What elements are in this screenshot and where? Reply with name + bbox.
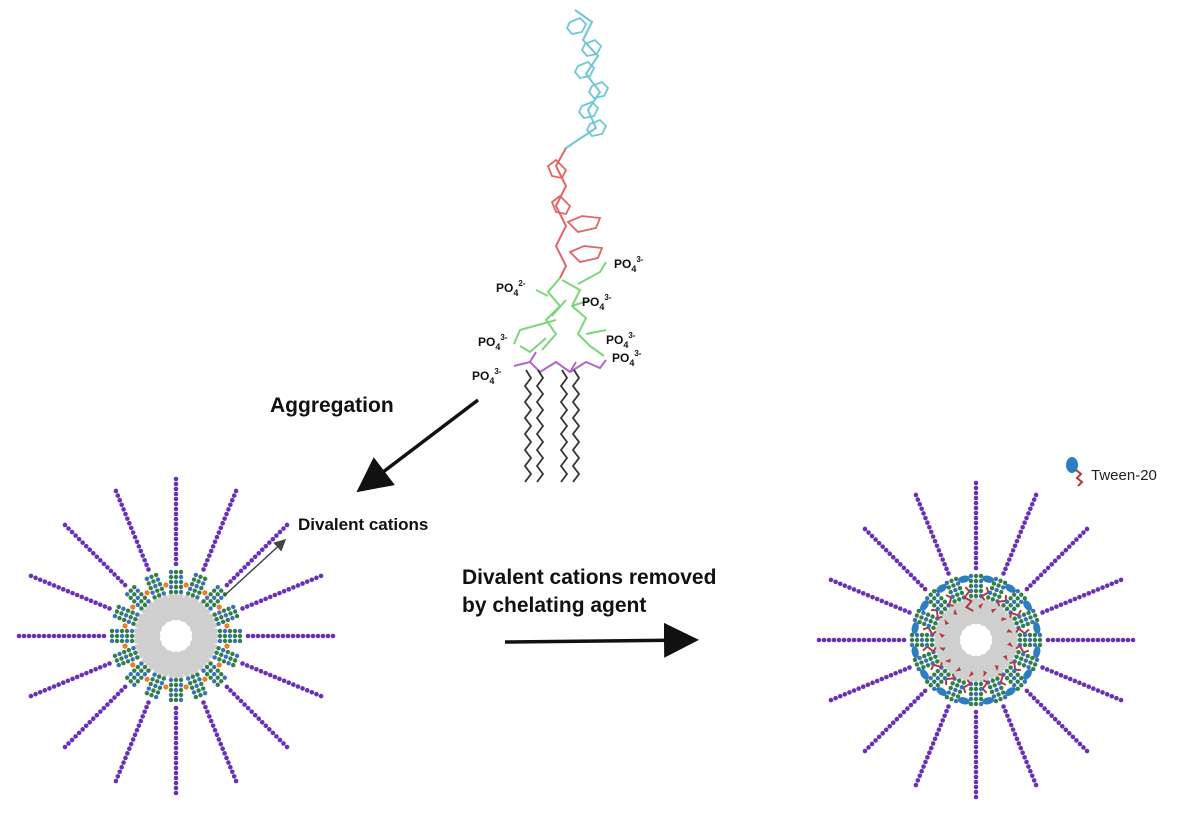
micelle-arm [113, 648, 177, 784]
divalent-cations-label: Divalent cations [298, 515, 428, 534]
tween-20-molecule [911, 621, 949, 638]
o-antigen-chain [565, 9, 602, 149]
micelle-arm [816, 632, 961, 648]
phosphate-label: PO43- [472, 367, 502, 386]
tween-20-molecule [978, 575, 995, 613]
divalent-cations-pointer [223, 538, 287, 597]
removal-arrow [504, 622, 699, 658]
tween-20-molecule [978, 668, 995, 705]
lps-molecule-icon [513, 9, 610, 483]
aggregation-label: Aggregation [270, 394, 394, 417]
cation-dot [216, 604, 222, 610]
lps-micelle-with-cations-icon [16, 476, 336, 796]
tween-20-molecule [920, 653, 952, 680]
phosphate-label: PO43- [606, 331, 636, 350]
tween-20-molecule [957, 667, 974, 705]
cation-dot [144, 676, 150, 682]
micelle-arm [862, 646, 970, 754]
cation-dot [144, 590, 150, 596]
lps-micelle-with-tween-icon [816, 480, 1136, 800]
micelle-arm [28, 573, 164, 637]
lipid-a-tails [523, 369, 581, 483]
cation-dot [130, 662, 136, 668]
tween-20-molecule [989, 664, 1016, 696]
cation-dot [183, 582, 189, 588]
phosphate-label: PO43- [582, 293, 612, 312]
tween-20-icon [1066, 457, 1084, 487]
micelle-arm [991, 632, 1136, 648]
micelle-arm [188, 573, 324, 637]
tween-20-legend: Tween-20 [1066, 457, 1157, 487]
micelle-arm [168, 651, 184, 796]
outer-core-chain [554, 147, 568, 279]
phosphate-label: PO43- [614, 255, 644, 274]
tween-20-molecule [911, 642, 948, 659]
inner-core-chain [513, 261, 607, 357]
micelle-arm [913, 652, 977, 788]
removal-label-line1: Divalent cations removed [462, 566, 716, 589]
micelle-arm [28, 635, 164, 699]
micelle-arm [968, 655, 984, 800]
cation-dot [216, 662, 222, 668]
phosphate-label: PO42- [496, 279, 526, 298]
kdo-linker [513, 351, 607, 374]
tween-20-molecule [1003, 642, 1041, 659]
tween-20-molecule [1004, 621, 1041, 638]
aggregation-arrow [356, 398, 480, 493]
cation-dot [183, 684, 189, 690]
micelle-arm [188, 635, 324, 699]
cation-dot [163, 582, 169, 588]
tween-20-molecule [920, 600, 954, 625]
micelle-arm [168, 476, 184, 621]
cation-dot [122, 643, 128, 649]
cation-dot [122, 623, 128, 629]
micelle-arm [988, 577, 1124, 641]
tween-20-molecule [991, 584, 1016, 618]
phosphate-label: PO43- [612, 349, 642, 368]
micelle-arm [62, 642, 170, 750]
micelle-arm [913, 492, 977, 628]
tween-20-molecule [957, 575, 974, 612]
micelle-arm [16, 628, 161, 644]
phosphate-label: PO43- [478, 333, 508, 352]
cation-dot [163, 684, 169, 690]
cation-dot [224, 623, 230, 629]
tween-20-label: Tween-20 [1091, 467, 1157, 484]
micelle-arm [975, 492, 1039, 628]
cation-dot [130, 604, 136, 610]
micelle-arm [113, 488, 177, 624]
phosphate-labels: PO43-PO42-PO43-PO43-PO43-PO43-PO43- [472, 255, 644, 386]
cation-dot [224, 643, 230, 649]
cation-dot [202, 590, 208, 596]
tween-20-molecule [936, 662, 961, 696]
micelle-arm [191, 628, 336, 644]
removal-label-line2: by chelating agent [462, 594, 646, 617]
micelle-arm [175, 648, 239, 784]
tween-20-molecule [936, 584, 963, 616]
micelle-arm [175, 488, 239, 624]
tween-20-molecule [1000, 600, 1032, 627]
tween-20-molecule [998, 655, 1032, 680]
cation-dot [202, 676, 208, 682]
